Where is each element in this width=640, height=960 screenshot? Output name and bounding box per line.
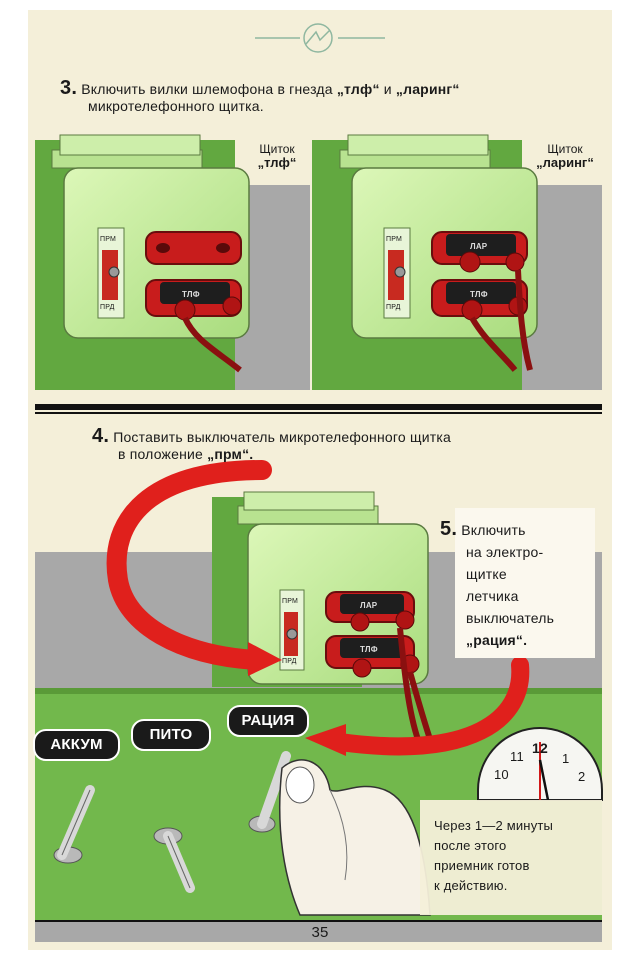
step5-switch-name: „рация“. — [466, 632, 528, 648]
step4-position: „прм“. — [207, 446, 254, 462]
clock-2: 2 — [578, 769, 586, 784]
step5-number: 5. — [440, 518, 458, 540]
right-switch-top: ПРМ — [386, 236, 403, 243]
clock-12: 12 — [532, 740, 548, 756]
left-panel-label-a: Щиток — [259, 142, 295, 156]
step3-socket-tlf: „тлф“ — [336, 81, 380, 97]
step4-line1: Поставить выключатель микротелефонного щ… — [113, 429, 451, 445]
step5-line1: Включить — [461, 522, 526, 538]
toggle-akkum — [53, 785, 95, 864]
note-bg — [420, 800, 602, 915]
raciya-plate — [227, 705, 309, 737]
clock-1: 1 — [562, 751, 570, 766]
center-plug-lar: ЛАР — [360, 601, 378, 610]
clock-10: 10 — [494, 767, 509, 782]
ready-note: Через 1—2 минуты после этого приемник го… — [434, 816, 602, 896]
hand — [278, 759, 431, 916]
toggle-pito — [153, 827, 195, 893]
right-device — [339, 134, 538, 372]
step3-line1: Включить вилки шлемофона в гнезда — [81, 81, 333, 97]
center-switch-top: ПРМ — [282, 598, 299, 605]
center-plug-tlf: ТЛФ — [360, 645, 378, 654]
step3-socket-laring: „ларинг“ — [395, 81, 460, 97]
pito-plate — [131, 719, 211, 751]
right-panel-label-a: Щиток — [547, 142, 583, 156]
step5-box — [455, 508, 595, 658]
step3-and: и — [383, 81, 392, 97]
label-akkum: АККУМ — [50, 736, 103, 753]
left-plug-tlf: ТЛФ — [182, 290, 200, 299]
step3-number: 3. — [60, 77, 78, 99]
step3-line2: микротелефонного щитка. — [88, 98, 264, 114]
separator-bar — [35, 404, 602, 410]
right-switch-bottom: ПРД — [386, 304, 401, 311]
step4-line2: в положение — [118, 446, 204, 462]
clock — [477, 727, 603, 801]
center-switch-bottom: ПРД — [282, 658, 297, 665]
right-plug-lar: ЛАР — [470, 242, 488, 251]
label-raciya: РАЦИЯ — [241, 712, 295, 729]
step4-number: 4. — [92, 425, 110, 447]
red-arrow-step4 — [106, 460, 272, 670]
label-pito: ПИТО — [149, 726, 193, 743]
step5-text: 5. Включить на электро- щитке летчика вы… — [440, 518, 590, 651]
right-panel-label-b: „ларинг“ — [536, 155, 594, 170]
right-plug-tlf: ТЛФ — [470, 290, 488, 299]
left-panel-label: Щиток „тлф“ — [248, 142, 306, 170]
note-line3: приемник готов — [434, 858, 530, 873]
step5-line3: щитке — [466, 566, 507, 582]
step5-line5: выключатель — [466, 610, 555, 626]
left-switch-bottom: ПРД — [100, 304, 115, 311]
step3-text: 3. Включить вилки шлемофона в гнезда „тл… — [60, 77, 600, 115]
clock-11: 11 — [510, 749, 524, 764]
note-line1: Через 1—2 минуты — [434, 818, 554, 833]
note-line4: к действию. — [434, 878, 508, 893]
step4-text: 4. Поставить выключатель микротелефонног… — [92, 425, 602, 463]
right-panel-label: Щиток „ларинг“ — [530, 142, 600, 170]
note-line2: после этого — [434, 838, 507, 853]
left-panel-label-b: „тлф“ — [257, 155, 297, 170]
left-device — [51, 134, 250, 373]
top-ornament — [255, 23, 385, 53]
step5-line4: летчика — [466, 588, 519, 604]
red-arrow-step5 — [331, 656, 530, 756]
footer-bar — [35, 922, 602, 942]
akkum-plate — [33, 729, 120, 761]
page-number: 35 — [311, 924, 329, 941]
left-switch-top: ПРМ — [100, 236, 117, 243]
step5-line2: на электро- — [466, 544, 544, 560]
